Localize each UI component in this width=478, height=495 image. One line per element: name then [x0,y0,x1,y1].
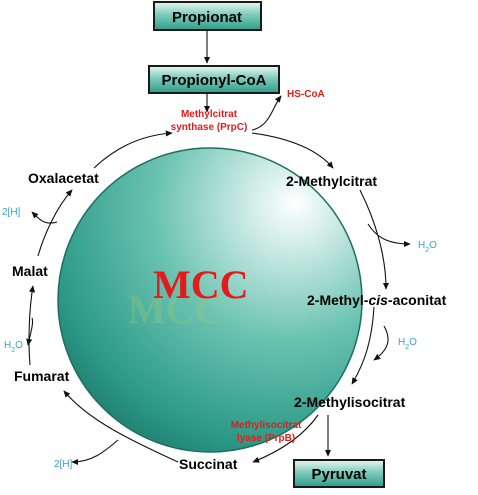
propionyl-coa-box: Propionyl-CoA [148,65,280,94]
metabolite-succinat: Succinat [179,456,238,472]
pyruvat-box: Pyruvat [293,459,385,488]
mcc-label-shadow: MCC [128,287,224,332]
metabolite-methylcitrat: 2-Methylcitrat [286,173,377,189]
arc-fumarat-to-malat [28,285,36,366]
mcc-sphere [57,147,363,453]
arc-methylcitrat-to-aconitat [359,189,390,290]
metabolite-oxalacetat: Oxalacetat [28,170,99,186]
arc-oxalacetat-to-top [93,130,173,169]
arrow-h2o-2 [373,325,389,361]
arrow-h2o-1 [367,223,411,248]
arrow-2h-top [31,211,58,224]
arc-succinat-to-fumarat [63,390,179,463]
enzyme-prpc-line2: synthase (PrpC) [171,122,248,133]
side-product-hscoa: HS-CoA [287,89,325,100]
propionat-box: Propionat [153,1,262,31]
arrow-2h-bottom [71,439,119,466]
side-product-h2o-1: H2O [418,240,437,254]
side-product-h2o-2: H2O [398,337,417,351]
enzyme-prpc-line1: Methylcitrat [181,109,238,120]
enzyme-prpb-line1: Methylisocitrat [231,420,302,431]
metabolite-methyl-cis-aconitat: 2-Methyl-cis-aconitat [307,292,447,308]
side-product-2h-top: 2[H] [2,207,21,218]
propionyl-coa-label: Propionyl-CoA [162,72,267,89]
metabolite-malat: Malat [12,263,48,279]
metabolite-fumarat: Fumarat [14,368,70,384]
arc-malat-to-oxalacetat [37,189,73,257]
arc-isocitrat-to-succinat [252,414,319,463]
arc-top-to-methylcitrat [251,132,334,169]
arrow-hscoa [251,95,282,131]
arrow-h2o-3 [26,317,34,346]
side-product-h2o-3: H2O [4,340,23,354]
metabolite-methylisocitrat: 2-Methylisocitrat [294,394,406,410]
mcc-label: MCC [153,262,249,307]
arc-aconitat-to-isocitrat [351,306,375,385]
propionat-label: Propionat [172,9,242,26]
pyruvat-label: Pyruvat [311,466,366,483]
side-product-2h-bottom: 2[H] [54,459,73,470]
enzyme-prpb-line2: lyase (PrpB) [237,433,295,444]
